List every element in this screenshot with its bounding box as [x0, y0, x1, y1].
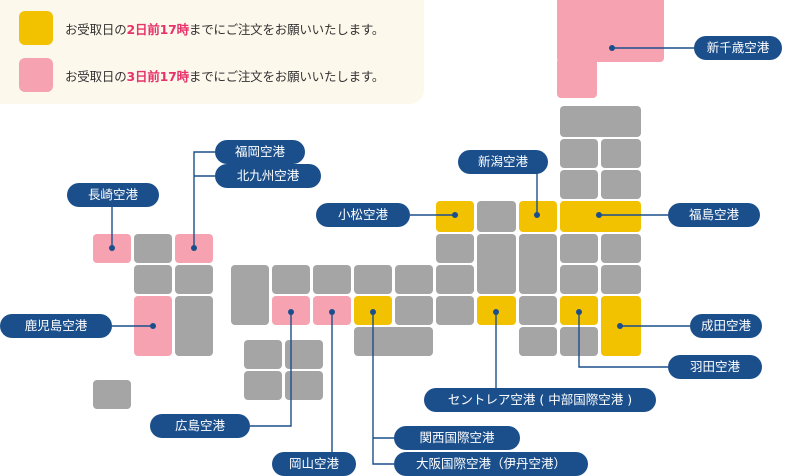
region-miyagi — [601, 170, 641, 199]
airport-label-narita[interactable]: 成田空港 — [690, 314, 762, 338]
region-tottori — [313, 265, 351, 294]
airport-label-haneda[interactable]: 羽田空港 — [668, 355, 762, 379]
region-miyazaki — [175, 296, 213, 356]
region-shiga — [436, 265, 474, 294]
region-gunma — [560, 234, 598, 263]
airport-label-new-chitose[interactable]: 新千歳空港 — [694, 36, 782, 60]
region-saitama — [560, 265, 598, 294]
legend-highlight: 3日前17時 — [126, 68, 190, 84]
region-akita — [560, 139, 598, 168]
legend-row-3-days: お受取日の3日前17時までにご注文をお願いいたします。 — [19, 58, 384, 92]
airport-label-fukuoka[interactable]: 福岡空港 — [215, 140, 305, 164]
region-ehime — [244, 340, 282, 369]
region-iwate — [601, 139, 641, 168]
region-fukui — [436, 234, 474, 263]
region-saga — [134, 234, 172, 263]
region-nara — [395, 296, 433, 325]
region-toyama — [477, 201, 516, 232]
region-kyoto — [395, 265, 433, 294]
legend-swatch-pink — [19, 58, 53, 92]
region-hokkaido-south — [557, 58, 597, 98]
airport-label-kitakyushu[interactable]: 北九州空港 — [215, 164, 321, 188]
airport-label-nagasaki[interactable]: 長崎空港 — [67, 183, 159, 207]
region-nagano — [519, 234, 557, 294]
region-kumamoto — [134, 265, 172, 294]
region-aomori — [560, 106, 641, 137]
airport-label-itami[interactable]: 大阪国際空港（伊丹空港） — [394, 452, 588, 476]
region-shimane — [272, 265, 310, 294]
airport-label-okayama[interactable]: 岡山空港 — [272, 452, 356, 476]
legend-row-2-days: お受取日の2日前17時までにご注文をお願いいたします。 — [19, 11, 384, 45]
legend-suffix: までにご注文をお願いいたします。 — [188, 21, 385, 37]
airport-label-fukushima[interactable]: 福島空港 — [668, 203, 760, 227]
legend-swatch-yellow — [19, 11, 53, 45]
region-wakayama — [354, 327, 433, 356]
legend-prefix: お受取日の — [65, 21, 127, 37]
region-shizuoka — [519, 327, 557, 356]
airport-label-centrair[interactable]: セントレア空港 ( 中部国際空港 ) — [424, 388, 656, 412]
legend-prefix: お受取日の — [65, 68, 127, 84]
region-hyogo — [354, 265, 392, 294]
region-okinawa — [93, 380, 131, 409]
airport-label-kagoshima[interactable]: 鹿児島空港 — [0, 314, 112, 338]
region-hokkaido — [557, 0, 664, 62]
airport-label-hiroshima[interactable]: 広島空港 — [150, 414, 250, 438]
region-kochi — [244, 371, 282, 400]
region-gifu — [477, 234, 516, 294]
airport-label-komatsu[interactable]: 小松空港 — [316, 203, 410, 227]
legend-suffix: までにご注文をお願いいたします。 — [188, 68, 385, 84]
legend: お受取日の2日前17時までにご注文をお願いいたします。 お受取日の3日前17時ま… — [0, 0, 424, 104]
airport-label-kansai[interactable]: 関西国際空港 — [394, 426, 520, 450]
legend-highlight: 2日前17時 — [126, 21, 190, 37]
airport-label-niigata[interactable]: 新潟空港 — [458, 150, 548, 174]
region-yamaguchi — [231, 265, 269, 325]
region-tochigi — [601, 234, 641, 263]
region-ibaraki — [601, 265, 641, 294]
region-yamagata — [560, 170, 598, 199]
region-yamanashi — [519, 296, 557, 325]
region-oita — [175, 265, 213, 294]
region-mie — [436, 296, 474, 325]
